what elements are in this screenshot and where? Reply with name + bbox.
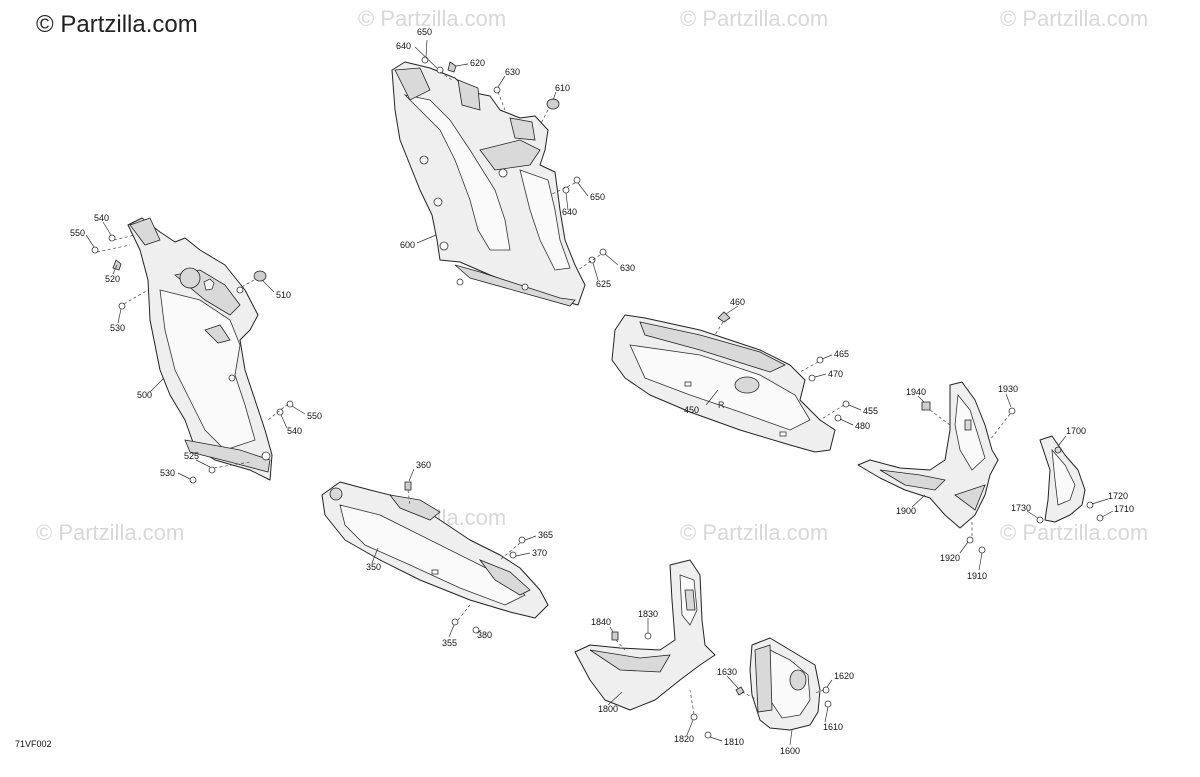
callout-630: 630 [505,67,520,77]
svg-text:R: R [718,400,725,410]
callout-1620: 1620 [834,671,854,681]
callout-350: 350 [366,562,381,572]
callout-650: 650 [417,27,432,37]
callout-labels: 650 640 620 630 610 650 640 600 630 625 … [70,27,1134,756]
part-1800-panel [574,559,716,711]
callout-1610: 1610 [823,722,843,732]
callout-650: 650 [590,192,605,202]
callout-480: 480 [855,421,870,431]
callout-1810: 1810 [724,737,744,747]
callout-1630: 1630 [717,667,737,677]
part-500-panel [127,217,273,481]
callout-1900: 1900 [896,506,916,516]
watermark-faint: © Partzilla.com [36,520,184,545]
part-1900-panel [857,381,999,529]
hardware-1700 [1036,501,1104,524]
watermark-faint: © Partzilla.com [1000,520,1148,545]
callout-1910: 1910 [967,571,987,581]
callout-600: 600 [400,240,415,250]
callout-365: 365 [538,530,553,540]
hardware-450 [717,311,850,422]
callout-355: 355 [442,638,457,648]
callout-530: 530 [110,323,125,333]
callout-550: 550 [70,228,85,238]
watermark-faint: © Partzilla.com [680,6,828,31]
callout-455: 455 [863,406,878,416]
callout-1600: 1600 [780,746,800,756]
callout-465: 465 [834,349,849,359]
callout-520: 520 [105,274,120,284]
callout-360: 360 [416,460,431,470]
callout-530: 530 [160,468,175,478]
callout-540: 540 [287,426,302,436]
callout-1720: 1720 [1108,491,1128,501]
callout-450: 450 [684,405,699,415]
callout-630: 630 [620,263,635,273]
watermark-faint: © Partzilla.com [1000,6,1148,31]
callout-625: 625 [596,279,611,289]
callout-1930: 1930 [998,384,1018,394]
part-1600-panel [749,637,821,731]
callout-1800: 1800 [598,704,618,714]
watermark-main: © Partzilla.com [36,11,198,38]
leader-lines [85,39,1114,746]
callout-525: 525 [184,451,199,461]
callout-640: 640 [562,207,577,217]
callout-1920: 1920 [940,553,960,563]
part-1700-panel [1039,435,1086,523]
part-600-panel [391,61,586,307]
watermark-faint: © Partzilla.com [358,6,506,31]
callout-460: 460 [730,297,745,307]
callout-640: 640 [396,41,411,51]
figure-code: 71VF002 [15,739,52,749]
watermark-faint: © Partzilla.com [680,520,828,545]
part-450-rail: R [611,314,836,453]
callout-620: 620 [470,58,485,68]
callout-1820: 1820 [674,734,694,744]
hardware-600 [421,56,607,264]
hardware-1600 [735,686,832,708]
part-350-rail [321,481,549,619]
callout-370: 370 [532,548,547,558]
callout-1830: 1830 [638,609,658,619]
callout-510: 510 [276,290,291,300]
callout-380: 380 [477,630,492,640]
callout-470: 470 [828,369,843,379]
callout-540: 540 [94,213,109,223]
callout-610: 610 [555,83,570,93]
callout-1730: 1730 [1011,503,1031,513]
watermarks: © Partzilla.com © Partzilla.com © Partzi… [36,6,1148,545]
callout-550: 550 [307,411,322,421]
callout-1710: 1710 [1114,504,1134,514]
callout-1840: 1840 [591,617,611,627]
callout-1700: 1700 [1066,426,1086,436]
callout-500: 500 [137,390,152,400]
callout-1940: 1940 [906,387,926,397]
